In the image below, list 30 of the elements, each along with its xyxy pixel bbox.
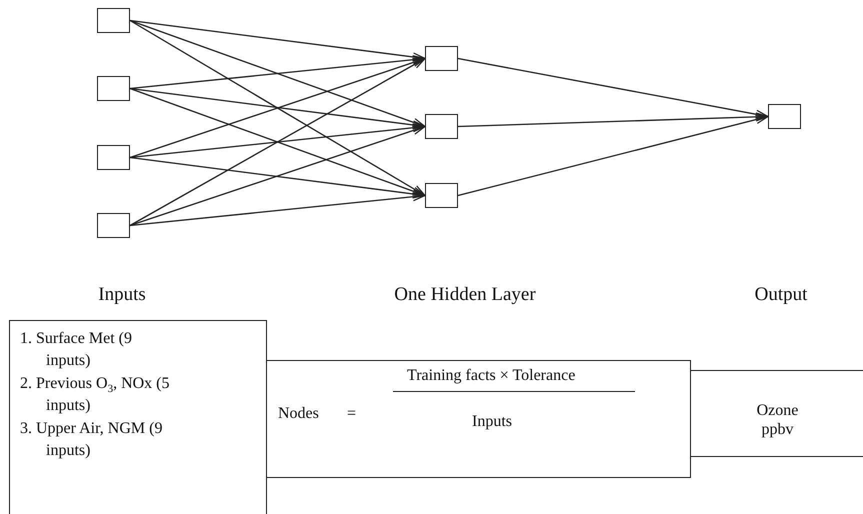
- formula-text: Nodes: [278, 405, 319, 423]
- arrow: [458, 114, 769, 196]
- neuron-box: [768, 104, 801, 129]
- layer-label: One Hidden Layer: [394, 284, 536, 306]
- list-item: 2. Previous O$_{3}$, NOx (5 inputs): [20, 374, 170, 416]
- neuron-box: [97, 8, 130, 33]
- arrow: [130, 20, 426, 196]
- denominator-text: Inputs: [471, 413, 513, 431]
- neuron-box: [425, 46, 458, 71]
- output-text: Ozone ppbv: [756, 401, 800, 439]
- neuron-box: [97, 76, 130, 101]
- list-item: 1. Surface Met (9 inputs): [20, 329, 133, 371]
- neuron-box: [425, 183, 458, 208]
- layer-label: Output: [754, 284, 808, 306]
- text-box: [690, 370, 863, 457]
- neuron-box: [425, 114, 458, 139]
- equals-sign: =: [347, 405, 356, 423]
- arrow: [458, 58, 769, 119]
- neuron-box: [97, 145, 130, 170]
- arrow: [130, 192, 426, 226]
- neuron-box: [97, 213, 130, 238]
- list-item: 3. Upper Air, NGM (9 inputs): [20, 419, 164, 461]
- arrow: [130, 20, 426, 128]
- arrow: [130, 58, 426, 226]
- text-box: [9, 320, 267, 514]
- layer-label: Inputs: [98, 284, 146, 306]
- text-box: [266, 360, 691, 478]
- arrow: [130, 88, 426, 130]
- numerator-text: Training facts × Tolerance: [407, 367, 576, 385]
- arrow: [130, 126, 426, 226]
